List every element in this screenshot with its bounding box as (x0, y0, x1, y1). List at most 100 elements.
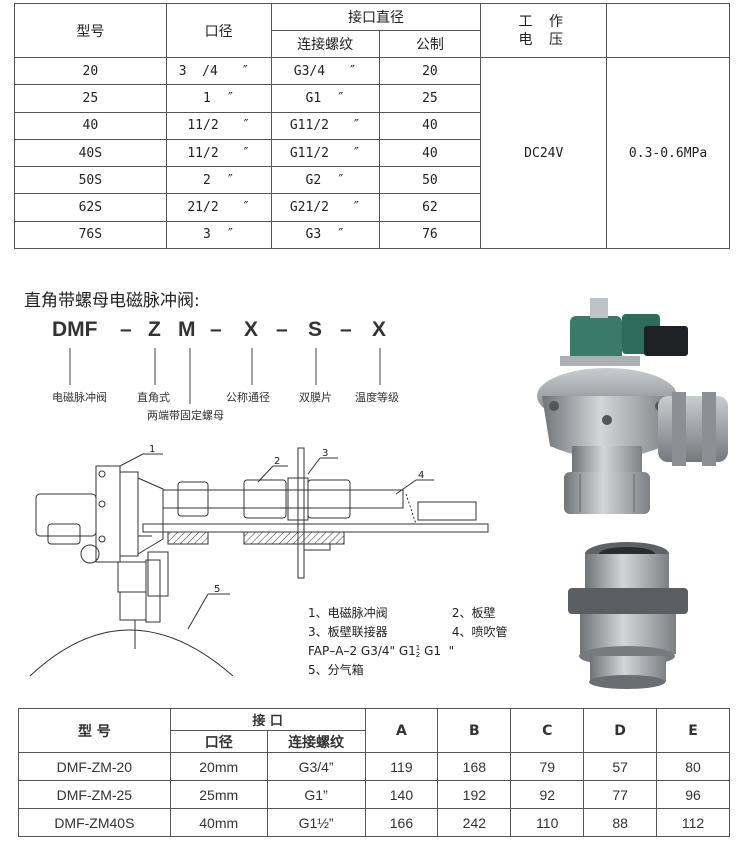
diagram-legend: 1、电磁脉冲阀 2、板壁 3、板壁联接器 4、喷吹管 FAP–A–2 G3/4"… (308, 604, 507, 680)
code-m: M (178, 318, 196, 341)
code-label-s: 双膜片 (299, 391, 332, 404)
code-dash: – (120, 318, 132, 341)
cell-e: 96 (656, 780, 730, 809)
table-row: 62S 21/2 ″ G21/2 ″ 62 (14, 193, 730, 222)
code-x1: X (244, 318, 259, 341)
cell-bore: 21/2 ″ (165, 193, 272, 222)
connector-upper-nut (585, 554, 669, 590)
valve-cone (137, 477, 164, 555)
connector-flange (568, 588, 688, 614)
callout-5: 5 (214, 584, 220, 595)
code-label-x2: 温度等级 (355, 391, 399, 404)
code-label-dmf: 电磁脉冲阀 (52, 391, 107, 404)
lower-plate (145, 559, 161, 623)
cell-a: 140 (364, 780, 439, 809)
legend-row: 5、分气箱 (308, 661, 507, 680)
cell-model: DMF-ZM-20 (18, 752, 171, 781)
cell-b: 168 (437, 752, 512, 781)
cell-model: 76S (14, 220, 167, 250)
cell-thread: G2 ″ (270, 166, 380, 195)
code-dmf: DMF (52, 318, 98, 341)
header-pressure (606, 3, 730, 58)
cell-thread: G1” (266, 780, 366, 809)
header-model: 型 号 (18, 708, 171, 753)
cell-d: 57 (583, 752, 658, 781)
code-label-m: 两端带固定螺母 (147, 409, 224, 422)
cell-b: 192 (437, 780, 512, 809)
callout-1: 1 (149, 444, 155, 455)
blowpipe-end (417, 501, 477, 521)
legend-item-3: 3、板壁联接器 (308, 625, 388, 639)
header-bore: 口径 (165, 3, 272, 58)
header-voltage-line2: 电 压 (518, 31, 569, 48)
cell-e: 112 (656, 808, 730, 837)
code-dash: – (340, 318, 352, 341)
header-thread: 连接螺纹 (270, 30, 380, 58)
cell-thread: G3/4” (266, 752, 366, 781)
code-z: Z (148, 318, 161, 341)
header-voltage-line1: 工 作 (518, 13, 569, 30)
cell-metric: 40 (378, 111, 482, 140)
header-d: D (583, 708, 658, 753)
cell-thread: G21/2 ″ (270, 193, 380, 222)
header-e: E (656, 708, 730, 753)
cell-a: 119 (364, 752, 439, 781)
cell-voltage: DC24V (480, 56, 608, 250)
header-voltage: 工 作 电 压 (480, 3, 608, 58)
header-a: A (364, 708, 439, 753)
model-code: DMF – Z M – X – S – X (50, 318, 410, 346)
legend-item-1: 1、电磁脉冲阀 (308, 606, 388, 620)
cell-d: 88 (583, 808, 658, 837)
coil-shape (47, 523, 81, 545)
callout-3: 3 (322, 448, 328, 459)
code-x2: X (372, 318, 387, 341)
header-thread: 连接螺纹 (266, 730, 366, 753)
cell-thread: G1 ″ (270, 84, 380, 113)
cell-model: DMF-ZM-25 (18, 780, 171, 809)
table-row: 76S 3 ″ G3 ″ 76 (14, 220, 730, 250)
header-metric: 公制 (378, 30, 482, 58)
coil-green (570, 316, 622, 362)
legend-item-2: 2、板壁 (451, 606, 496, 620)
cell-bore: 3 /4 ″ (165, 56, 272, 86)
header-model: 型号 (14, 3, 167, 58)
legend-row: 3、板壁联接器 4、喷吹管 (308, 623, 507, 642)
nut-middle (243, 479, 287, 519)
cell-metric: 76 (378, 220, 482, 250)
header-bore: 口径 (169, 730, 268, 753)
cell-bore: 11/2 ″ (165, 111, 272, 140)
cell-metric: 25 (378, 84, 482, 113)
legend-fraction-top: 1 (415, 643, 421, 652)
cell-bore: 3 ″ (165, 220, 272, 250)
coil-cap (80, 544, 100, 564)
cell-bore: 20mm (169, 752, 268, 781)
table-row: 20 3 /4 ″ G3/4 ″ 20 DC24V 0.3-0.6MPa (14, 56, 730, 250)
header-b: B (437, 708, 512, 753)
cell-thread: G11/2 ″ (270, 138, 380, 168)
connector-plug (644, 326, 688, 356)
spec-table: 型号 口径 接口直径 工 作 电 压 连接螺纹 公制 20 3 /4 ″ G3/… (14, 3, 730, 250)
cell-metric: 50 (378, 166, 482, 195)
code-label-x1: 公称通径 (226, 391, 270, 404)
table-row: 40S 11/2 ″ G11/2 ″ 40 (14, 138, 730, 168)
legend-fraction-bottom: 2 (415, 650, 421, 659)
valve-flange (95, 465, 121, 563)
cell-model: DMF-ZM40S (18, 808, 171, 837)
code-dash: – (210, 318, 222, 341)
legend-item-4: 4、喷吹管 (451, 625, 508, 639)
table-row: DMF-ZM40S 40mm G1½” 166 242 110 88 112 (18, 808, 730, 837)
dimensions-table: 型 号 接 口 A B C D E 口径 连接螺纹 DMF-ZM-20 20mm… (18, 708, 730, 837)
legend-row: 1、电磁脉冲阀 2、板壁 (308, 604, 507, 623)
cell-c: 92 (510, 780, 585, 809)
installation-diagram: 1 2 3 4 5 (29, 444, 489, 677)
valve-photo (537, 298, 728, 514)
cell-thread: G3 ″ (270, 220, 380, 250)
cell-pressure: 0.3-0.6MPa (606, 56, 730, 250)
manifold-dome (29, 629, 234, 677)
cell-e: 80 (656, 752, 730, 781)
plate-wall (142, 523, 489, 533)
manifold-neck (147, 551, 169, 597)
table-row: 25 1 ″ G1 ″ 25 (14, 84, 730, 113)
callout-2: 2 (274, 456, 280, 467)
